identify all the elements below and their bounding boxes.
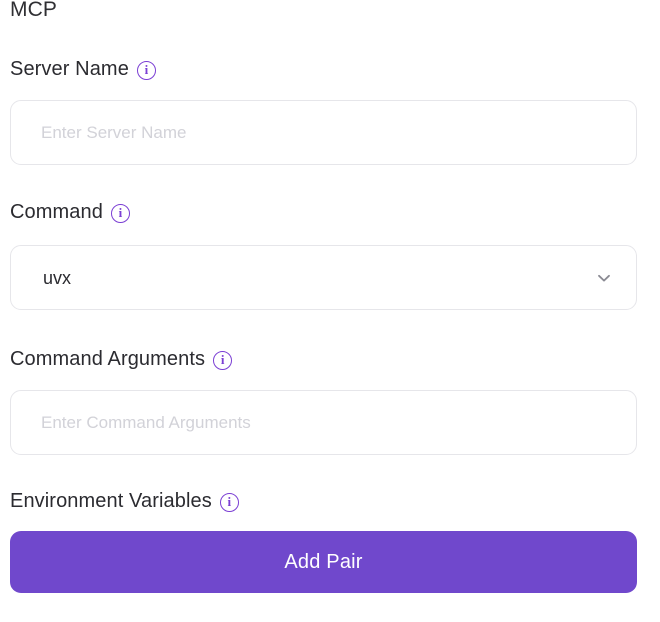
info-icon-command-arguments[interactable]: i [213, 350, 233, 370]
environment-variables-label: Environment Variables [10, 490, 212, 512]
info-icon-command[interactable]: i [110, 203, 130, 223]
field-label-server-name: Server Name i [10, 57, 156, 81]
add-pair-button[interactable]: Add Pair [10, 531, 637, 593]
info-icon-environment-variables[interactable]: i [219, 492, 239, 512]
command-arguments-label: Command Arguments [10, 348, 206, 370]
command-select[interactable]: uvx [10, 245, 637, 310]
command-label: Command [10, 201, 103, 223]
info-glyph: i [144, 62, 149, 77]
info-glyph: i [118, 205, 123, 220]
info-icon-server-name[interactable]: i [136, 60, 156, 80]
page-title: MCP [10, 0, 57, 21]
info-glyph: i [227, 494, 232, 509]
info-glyph: i [220, 352, 225, 367]
chevron-down-icon[interactable] [594, 268, 614, 288]
field-label-command: Command i [10, 200, 130, 224]
command-select-value: uvx [43, 267, 72, 288]
field-label-command-arguments: Command Arguments i [10, 347, 233, 371]
server-name-input[interactable] [10, 100, 637, 165]
server-name-label: Server Name [10, 58, 129, 80]
field-label-environment-variables: Environment Variables i [10, 489, 239, 513]
command-arguments-input[interactable] [10, 390, 637, 455]
